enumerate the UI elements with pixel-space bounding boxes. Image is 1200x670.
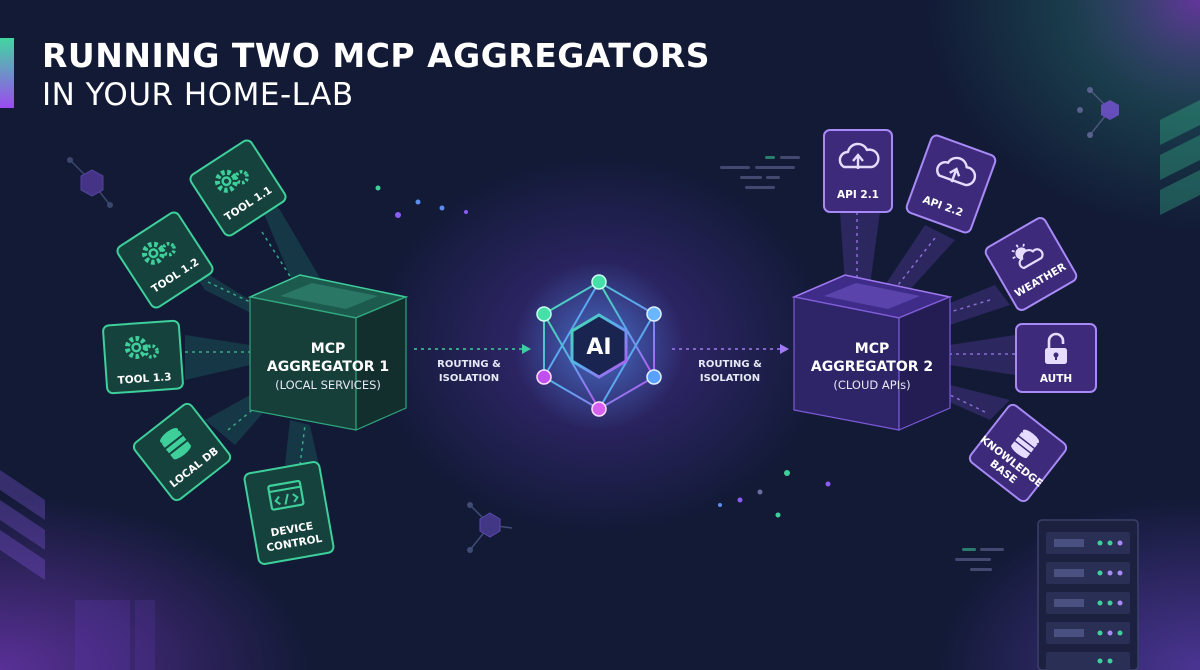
card-tool-1-3[interactable]: TOOL 1.3 <box>102 319 184 395</box>
hub-node <box>646 369 662 385</box>
hub-node <box>536 369 552 385</box>
card-knowledge-base[interactable]: KNOWLEDGE BASE <box>966 401 1070 504</box>
decor-stripes-right <box>1160 100 1200 215</box>
code-window-icon <box>267 479 305 511</box>
card-tool-1-2[interactable]: TOOL 1.2 <box>115 210 215 310</box>
card-device-control[interactable]: DEVICE CONTROL <box>243 461 335 565</box>
hub-node <box>536 306 552 322</box>
aggregator-2-name-line-1: MCP <box>855 341 889 357</box>
hub-node <box>591 401 607 417</box>
weather-icon <box>1011 243 1044 270</box>
gears-icon <box>214 169 249 193</box>
decor-stripes-left <box>0 470 155 670</box>
arrow-right-icon <box>780 344 789 354</box>
database-icon <box>1011 429 1040 459</box>
route-left-line-2: ISOLATION <box>439 373 499 384</box>
ai-hub-label: AI <box>586 335 611 360</box>
aggregator-1-cube[interactable]: MCP AGGREGATOR 1 (LOCAL SERVICES) <box>247 274 409 431</box>
route-right-line-2: ISOLATION <box>700 373 760 384</box>
aggregator-1-subtitle: (LOCAL SERVICES) <box>275 378 381 392</box>
title-line-2: IN YOUR HOME-LAB <box>42 77 354 113</box>
cloud-upload-icon <box>838 142 880 169</box>
gears-icon <box>124 335 159 359</box>
route-left-line-1: ROUTING & <box>437 359 501 370</box>
card-label: TOOL 1.3 <box>117 371 172 387</box>
aggregator-2-name-line-2: AGGREGATOR 2 <box>811 359 933 375</box>
beams-aggregator-2 <box>840 212 1015 420</box>
database-icon <box>160 427 191 460</box>
server-rack-icon <box>1037 519 1139 670</box>
decor-network-hex-bottom <box>467 502 513 553</box>
decor-code-lines <box>720 156 1004 571</box>
cloud-upload-icon <box>936 156 977 187</box>
aggregator-1-name-line-1: MCP <box>311 341 345 357</box>
route-right: ROUTING & ISOLATION <box>672 344 789 384</box>
card-auth[interactable]: AUTH <box>1015 323 1097 393</box>
ai-hub[interactable]: AI <box>514 261 684 431</box>
gears-icon <box>141 241 176 265</box>
hub-node <box>591 274 607 290</box>
aggregator-1-name-line-2: AGGREGATOR 1 <box>267 359 389 375</box>
route-right-line-1: ROUTING & <box>698 359 762 370</box>
card-api-2-1[interactable]: API 2.1 <box>823 129 893 213</box>
hub-node <box>646 306 662 322</box>
card-weather[interactable]: WEATHER <box>984 216 1079 312</box>
card-label: AUTH <box>1040 373 1072 385</box>
title-line-1: RUNNING TWO MCP AGGREGATORS <box>42 36 710 75</box>
decor-dots <box>375 185 831 518</box>
decor-network-hex-left <box>67 157 113 208</box>
title-accent-bar <box>0 38 14 108</box>
card-api-2-2[interactable]: API 2.2 <box>905 134 997 234</box>
lock-icon <box>1045 332 1067 364</box>
aggregator-2-cube[interactable]: MCP AGGREGATOR 2 (CLOUD APIs) <box>791 274 953 431</box>
aggregator-2-subtitle: (CLOUD APIs) <box>833 378 910 392</box>
decor-network-hex-right <box>1077 87 1119 138</box>
card-label: API 2.1 <box>837 189 879 201</box>
